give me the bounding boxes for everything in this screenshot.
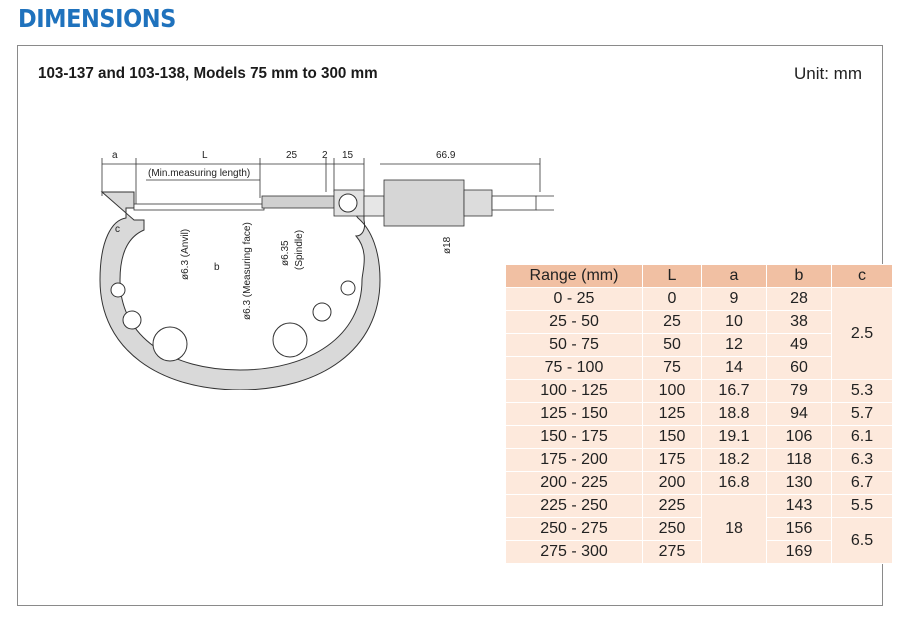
dimensions-table: Range (mm) L a b c 0 - 25 0 9 28 2.5 25 … xyxy=(505,264,893,564)
table-row: 100 - 125 100 16.7 79 5.3 xyxy=(505,379,893,403)
table-row: 275 - 300 275 169 xyxy=(505,540,893,564)
L-cell: 25 xyxy=(642,310,702,334)
b-cell: 49 xyxy=(766,333,832,357)
dim-2-label: 2 xyxy=(322,150,328,161)
dim-c-label: c xyxy=(115,224,120,235)
range-cell: 250 - 275 xyxy=(505,517,643,541)
a-cell: 18.8 xyxy=(701,402,767,426)
measuring-face-label: ø6.3 (Measuring face) xyxy=(242,222,253,320)
header-range: Range (mm) xyxy=(505,264,643,288)
L-cell: 150 xyxy=(642,425,702,449)
b-cell: 106 xyxy=(766,425,832,449)
table-row: 175 - 200 175 18.2 118 6.3 xyxy=(505,448,893,472)
a-cell: 9 xyxy=(701,287,767,311)
dim-b-label: b xyxy=(214,262,220,273)
range-cell: 75 - 100 xyxy=(505,356,643,380)
a-cell: 16.8 xyxy=(701,471,767,495)
range-cell: 100 - 125 xyxy=(505,379,643,403)
table-row: 150 - 175 150 19.1 106 6.1 xyxy=(505,425,893,449)
spindle-label: (Spindle) xyxy=(294,230,305,270)
c-cell: 5.5 xyxy=(831,494,893,518)
min-length-label: (Min.measuring length) xyxy=(148,168,250,179)
page-heading: DIMENSIONS xyxy=(18,4,176,33)
header-c: c xyxy=(831,264,893,288)
c-cell: 5.7 xyxy=(831,402,893,426)
a-cell: 14 xyxy=(701,356,767,380)
dim-L-label: L xyxy=(202,150,208,161)
c-cell: 6.1 xyxy=(831,425,893,449)
c-cell: 5.3 xyxy=(831,379,893,403)
micrometer-drawing: a L (Min.measuring length) 25 2 15 66.9 … xyxy=(99,150,554,390)
L-cell: 125 xyxy=(642,402,702,426)
a-cell: 18 xyxy=(701,494,767,564)
dim-25-label: 25 xyxy=(286,150,298,161)
a-cell: 10 xyxy=(701,310,767,334)
a-cell: 16.7 xyxy=(701,379,767,403)
dim-15-label: 15 xyxy=(342,150,354,161)
L-cell: 0 xyxy=(642,287,702,311)
range-cell: 125 - 150 xyxy=(505,402,643,426)
L-cell: 75 xyxy=(642,356,702,380)
header-b: b xyxy=(766,264,832,288)
table-row: 250 - 275 250 156 6.5 xyxy=(505,517,893,564)
a-cell: 19.1 xyxy=(701,425,767,449)
b-cell: 38 xyxy=(766,310,832,334)
range-cell: 50 - 75 xyxy=(505,333,643,357)
header-L: L xyxy=(642,264,702,288)
anvil-dia-label: ø6.3 (Anvil) xyxy=(180,229,191,280)
L-cell: 100 xyxy=(642,379,702,403)
L-cell: 250 xyxy=(642,517,702,541)
table-row: 125 - 150 125 18.8 94 5.7 xyxy=(505,402,893,426)
L-cell: 225 xyxy=(642,494,702,518)
b-cell: 60 xyxy=(766,356,832,380)
c-cell: 6.5 xyxy=(831,517,893,564)
range-cell: 200 - 225 xyxy=(505,471,643,495)
frame-body xyxy=(99,191,381,390)
c-cell: 6.3 xyxy=(831,448,893,472)
a-cell: 18.2 xyxy=(701,448,767,472)
b-cell: 156 xyxy=(766,517,832,541)
table-header-row: Range (mm) L a b c xyxy=(505,264,893,288)
dim-669-label: 66.9 xyxy=(436,150,456,161)
range-cell: 25 - 50 xyxy=(505,310,643,334)
range-cell: 175 - 200 xyxy=(505,448,643,472)
header-a: a xyxy=(701,264,767,288)
L-cell: 200 xyxy=(642,471,702,495)
b-cell: 94 xyxy=(766,402,832,426)
table-row: 200 - 225 200 16.8 130 6.7 xyxy=(505,471,893,495)
b-cell: 79 xyxy=(766,379,832,403)
range-cell: 150 - 175 xyxy=(505,425,643,449)
b-cell: 118 xyxy=(766,448,832,472)
unit-label: Unit: mm xyxy=(794,64,862,83)
b-cell: 130 xyxy=(766,471,832,495)
b-cell: 28 xyxy=(766,287,832,311)
c-cell: 6.7 xyxy=(831,471,893,495)
table-row: 50 - 75 50 12 49 xyxy=(505,333,893,357)
c-cell: 2.5 xyxy=(831,287,893,380)
range-cell: 275 - 300 xyxy=(505,540,643,564)
b-cell: 143 xyxy=(766,494,832,518)
b-cell: 169 xyxy=(766,540,832,564)
a-cell: 12 xyxy=(701,333,767,357)
range-cell: 225 - 250 xyxy=(505,494,643,518)
dim-a-label: a xyxy=(112,150,118,161)
table-row: 0 - 25 0 9 28 2.5 xyxy=(505,287,893,380)
table-row: 225 - 250 225 18 143 5.5 xyxy=(505,494,893,564)
spindle-dia-label: ø6.35 xyxy=(280,240,291,266)
L-cell: 50 xyxy=(642,333,702,357)
L-cell: 175 xyxy=(642,448,702,472)
thimble-dia-label: ø18 xyxy=(442,236,453,254)
figure-title: 103-137 and 103-138, Models 75 mm to 300… xyxy=(38,65,378,82)
L-cell: 275 xyxy=(642,540,702,564)
range-cell: 0 - 25 xyxy=(505,287,643,311)
table-row: 75 - 100 75 14 60 xyxy=(505,356,893,380)
